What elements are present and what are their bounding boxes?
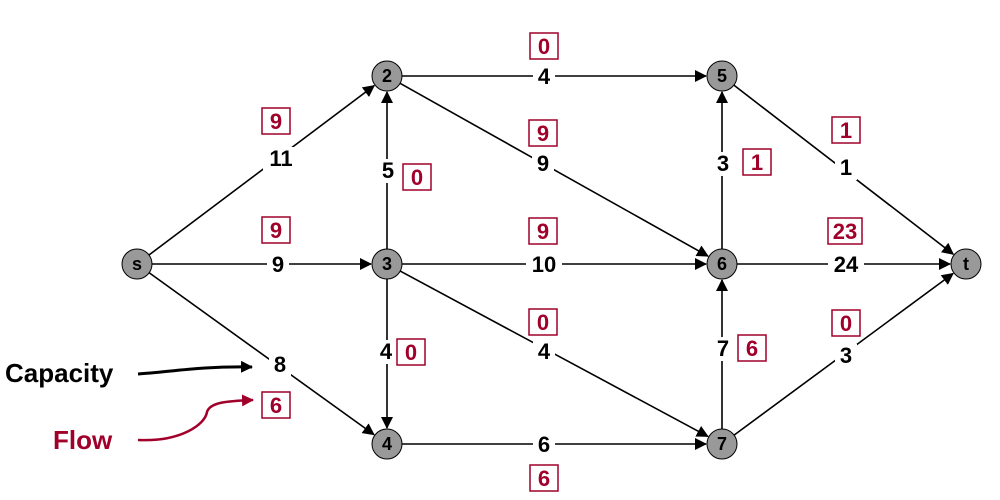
capacity-label-background	[267, 253, 289, 277]
node-circle	[950, 248, 982, 280]
capacity-label: 9	[272, 252, 284, 277]
legend-flow-label: Flow	[53, 425, 113, 455]
capacity-label-background	[375, 340, 397, 364]
edge-2-6	[399, 82, 709, 257]
node-label: 5	[717, 66, 727, 86]
flow-box	[528, 217, 558, 245]
node-label: 4	[382, 434, 392, 454]
node-6: 6	[706, 248, 738, 280]
flow-label: 1	[751, 150, 763, 175]
edge-s-2	[148, 84, 376, 256]
node-label: 6	[717, 254, 727, 274]
capacity-label-background	[269, 353, 291, 377]
flow-box	[831, 116, 861, 144]
flow-label: 0	[537, 310, 549, 335]
flow-label: 9	[537, 121, 549, 146]
node-7: 7	[706, 428, 738, 460]
capacity-label: 3	[840, 343, 852, 368]
node-circle	[706, 248, 738, 280]
capacity-label: 8	[274, 352, 286, 377]
capacity-label-background	[828, 253, 864, 277]
edge-s-4	[148, 272, 375, 436]
capacity-label-background	[712, 152, 734, 176]
flow-label: 6	[746, 336, 758, 361]
capacity-label: 10	[532, 252, 556, 277]
capacity-label: 1	[840, 155, 852, 180]
node-3: 3	[371, 248, 403, 280]
flow-label: 0	[840, 311, 852, 336]
node-t: t	[950, 248, 982, 280]
capacity-label: 11	[269, 146, 292, 171]
capacity-label-background	[377, 159, 399, 183]
legend-capacity-label: Capacity	[5, 358, 114, 388]
node-circle	[706, 428, 738, 460]
node-circle	[371, 60, 403, 92]
capacity-label: 4	[538, 339, 551, 364]
flow-box	[831, 309, 861, 337]
flow-label: 6	[538, 466, 550, 491]
capacity-label: 6	[538, 432, 550, 457]
node-4: 4	[371, 428, 403, 460]
flow-box	[528, 308, 558, 336]
node-label: 2	[382, 66, 392, 86]
capacity-label: 24	[834, 252, 859, 277]
flow-box	[261, 391, 291, 419]
node-circle	[121, 248, 153, 280]
flow-label: 0	[405, 340, 417, 365]
capacity-label-background	[263, 147, 299, 171]
capacity-label-background	[533, 65, 555, 89]
flow-box	[261, 216, 291, 244]
flow-box	[742, 148, 772, 176]
legend-capacity-arrow	[137, 360, 253, 376]
flow-box	[402, 163, 432, 191]
flow-box	[261, 107, 291, 135]
legend-flow-arrow	[137, 394, 254, 442]
node-2: 2	[371, 60, 403, 92]
legend: Capacity Flow	[5, 358, 254, 455]
flow-box	[528, 119, 558, 147]
capacity-label-background	[532, 152, 554, 176]
capacity-label-background	[835, 344, 857, 368]
node-label: t	[963, 254, 969, 274]
flow-label: 1	[840, 118, 852, 143]
flow-label: 0	[538, 34, 550, 59]
flow-label: 0	[411, 165, 423, 190]
capacity-label-background	[712, 337, 734, 361]
capacity-label: 3	[717, 151, 729, 176]
node-label: 3	[382, 254, 392, 274]
node-label: s	[132, 254, 142, 274]
flow-box	[529, 464, 559, 492]
capacity-label: 5	[382, 158, 394, 183]
flow-box	[529, 32, 559, 60]
capacity-label: 4	[538, 64, 551, 89]
flow-label: 6	[270, 393, 282, 418]
capacity-label: 4	[380, 339, 393, 364]
flow-box	[827, 217, 863, 245]
flow-label: 9	[537, 219, 549, 244]
capacity-label-background	[533, 433, 555, 457]
flow-label: 9	[270, 109, 282, 134]
node-circle	[371, 428, 403, 460]
capacity-label-background	[526, 253, 562, 277]
node-5: 5	[706, 60, 738, 92]
capacity-label: 7	[717, 336, 729, 361]
node-label: 7	[717, 434, 727, 454]
capacity-label-background	[533, 340, 555, 364]
node-circle	[371, 248, 403, 280]
flow-box	[737, 334, 767, 362]
capacity-label-background	[835, 156, 857, 180]
capacity-label: 9	[537, 151, 549, 176]
node-s: s	[121, 248, 153, 280]
node-circle	[706, 60, 738, 92]
flow-label: 23	[833, 219, 857, 244]
flow-label: 9	[270, 218, 282, 243]
flow-box	[396, 338, 426, 366]
